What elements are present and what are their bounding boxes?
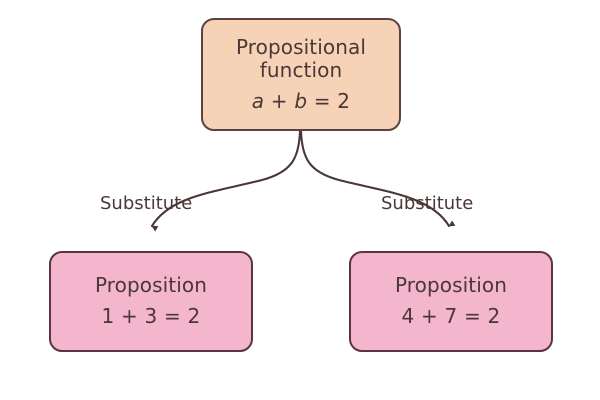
node-root-title: Propositional function [235,34,367,83]
variable-b: b [294,88,308,113]
node-proposition-left[interactable]: Proposition 1 + 3 = 2 [49,251,253,352]
node-root-title-line2: function [259,58,343,83]
variable-a: a [251,88,265,113]
equals-two: = 2 [307,88,351,113]
node-root-expression: a + b = 2 [251,88,351,114]
node-proposition-right[interactable]: Proposition 4 + 7 = 2 [349,251,553,352]
node-left-title: Proposition [94,273,208,298]
edge-label-substitute-left: Substitute [100,193,193,214]
node-right-title: Proposition [394,273,508,298]
operator-plus: + [264,88,295,113]
edge-label-substitute-right: Substitute [381,193,474,214]
node-propositional-function[interactable]: Propositional function a + b = 2 [201,18,401,131]
node-root-title-line1: Propositional [235,34,367,59]
node-right-expression: 4 + 7 = 2 [401,304,501,328]
node-left-expression: 1 + 3 = 2 [101,304,201,328]
